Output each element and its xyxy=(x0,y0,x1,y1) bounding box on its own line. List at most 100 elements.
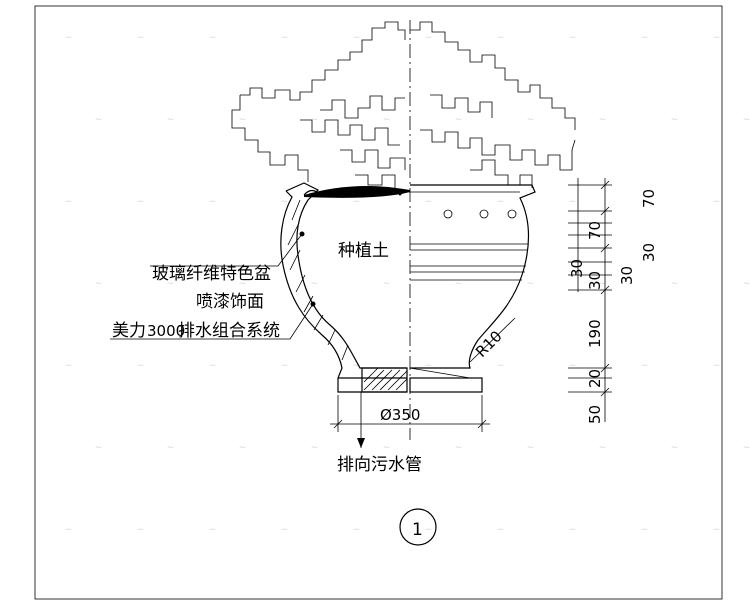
watermark-mark: ~ xyxy=(569,33,577,43)
watermark-mark: ~ xyxy=(95,115,103,125)
watermark-mark: ~ xyxy=(455,443,463,453)
pot-outline-right xyxy=(410,184,536,369)
dim-inner-70: 70 xyxy=(586,221,604,240)
decor-dot-3 xyxy=(507,209,517,219)
watermark-mark: ~ xyxy=(455,279,463,289)
watermark-mark: ~ xyxy=(641,525,649,535)
watermark-mark: ~ xyxy=(497,197,505,207)
watermark-mark: ~ xyxy=(713,33,721,43)
watermark-mark: ~ xyxy=(527,115,535,125)
watermark-mark: ~ xyxy=(281,361,289,371)
watermark-mark: ~ xyxy=(65,33,73,43)
watermark-mark: ~ xyxy=(239,279,247,289)
watermark-mark: ~ xyxy=(671,115,679,125)
watermark-mark: ~ xyxy=(281,33,289,43)
watermark-mark: ~ xyxy=(167,115,175,125)
watermark-mark: ~ xyxy=(425,33,433,43)
watermark-mark: ~ xyxy=(137,525,145,535)
system-label-suffix: 排水组合系统 xyxy=(178,321,280,341)
pot-wall-hatch xyxy=(287,199,349,361)
system-leader xyxy=(110,303,314,340)
watermark-mark: ~ xyxy=(209,33,217,43)
watermark-mark: ~ xyxy=(281,197,289,207)
dim-outer-50: 50 xyxy=(586,405,604,424)
watermark-mark: ~ xyxy=(95,279,103,289)
pot-leader xyxy=(150,233,303,267)
drain-hatch xyxy=(363,367,408,391)
watermark-mark: ~ xyxy=(311,279,319,289)
watermark-mark: ~ xyxy=(209,525,217,535)
dim-outer-30a: 30 xyxy=(640,243,658,262)
system-label-prefix: 美力 xyxy=(112,321,146,341)
watermark-mark: ~ xyxy=(743,115,750,125)
watermark-mark: ~ xyxy=(641,197,649,207)
pot-material-label: 玻璃纤维特色盆 xyxy=(152,264,271,284)
decor-dot-1 xyxy=(443,209,453,219)
watermark-mark: ~ xyxy=(353,525,361,535)
dim-outer-190: 190 xyxy=(586,319,604,348)
foliage-right xyxy=(410,21,576,188)
watermark-pattern: ~ ~ ~ ~ ~ ~ ~ ~ ~ ~ ~ ~ ~ ~ ~ ~ ~ ~ ~ ~ ~ ~ ~ ~ ~ ~ ~ ~ ~ ~ ~ ~ ~ ~ ~ ~ ~ ~ ~ ~… xyxy=(65,33,750,535)
diameter-dimension xyxy=(330,395,490,432)
watermark-mark: ~ xyxy=(353,197,361,207)
drawing-border xyxy=(34,5,723,600)
watermark-mark: ~ xyxy=(455,115,463,125)
watermark-mark: ~ xyxy=(311,115,319,125)
watermark-mark: ~ xyxy=(425,525,433,535)
watermark-mark: ~ xyxy=(641,33,649,43)
watermark-mark: ~ xyxy=(713,197,721,207)
watermark-mark: ~ xyxy=(671,279,679,289)
radius-leader xyxy=(469,317,516,363)
base-taper xyxy=(409,367,471,379)
watermark-mark: ~ xyxy=(569,525,577,535)
watermark-mark: ~ xyxy=(311,443,319,453)
watermark-mark: ~ xyxy=(743,443,750,453)
watermark-mark: ~ xyxy=(527,443,535,453)
watermark-mark: ~ xyxy=(239,443,247,453)
watermark-mark: ~ xyxy=(353,361,361,371)
watermark-mark: ~ xyxy=(167,443,175,453)
inner-dimension-labels: 70 30 30 xyxy=(568,221,604,290)
watermark-mark: ~ xyxy=(209,361,217,371)
watermark-mark: ~ xyxy=(353,33,361,43)
watermark-mark: ~ xyxy=(599,443,607,453)
dim-inner-30b: 30 xyxy=(586,271,604,290)
drain-label: 排向污水管 xyxy=(337,455,422,475)
drain-arrow-head xyxy=(357,438,365,448)
dim-outer-20: 20 xyxy=(586,369,604,388)
soil-band xyxy=(304,186,410,198)
dim-inner-30a: 30 xyxy=(568,259,586,278)
watermark-mark: ~ xyxy=(425,197,433,207)
diameter-label: Ø350 xyxy=(380,406,420,424)
watermark-mark: ~ xyxy=(425,361,433,371)
watermark-mark: ~ xyxy=(137,197,145,207)
watermark-mark: ~ xyxy=(671,443,679,453)
drain-block xyxy=(361,367,408,393)
detail-number: 1 xyxy=(412,520,423,540)
watermark-mark: ~ xyxy=(743,279,750,289)
watermark-mark: ~ xyxy=(713,361,721,371)
detail-callout-circle xyxy=(399,508,437,546)
watermark-mark: ~ xyxy=(137,33,145,43)
base-right xyxy=(409,377,483,393)
watermark-mark: ~ xyxy=(641,361,649,371)
watermark-mark: ~ xyxy=(167,279,175,289)
system-label-number: 3000 xyxy=(147,322,185,340)
watermark-mark: ~ xyxy=(383,115,391,125)
watermark-mark: ~ xyxy=(239,115,247,125)
watermark-mark: ~ xyxy=(569,361,577,371)
decor-dot-2 xyxy=(479,209,489,219)
watermark-mark: ~ xyxy=(599,279,607,289)
watermark-mark: ~ xyxy=(65,197,73,207)
dim-outer-30b: 30 xyxy=(618,266,636,285)
decor-bands xyxy=(410,243,528,281)
watermark-mark: ~ xyxy=(713,525,721,535)
watermark-mark: ~ xyxy=(383,279,391,289)
watermark-mark: ~ xyxy=(65,525,73,535)
watermark-mark: ~ xyxy=(137,361,145,371)
soil-label: 种植土 xyxy=(338,241,389,261)
watermark-mark: ~ xyxy=(281,525,289,535)
watermark-mark: ~ xyxy=(497,525,505,535)
watermark-mark: ~ xyxy=(599,115,607,125)
